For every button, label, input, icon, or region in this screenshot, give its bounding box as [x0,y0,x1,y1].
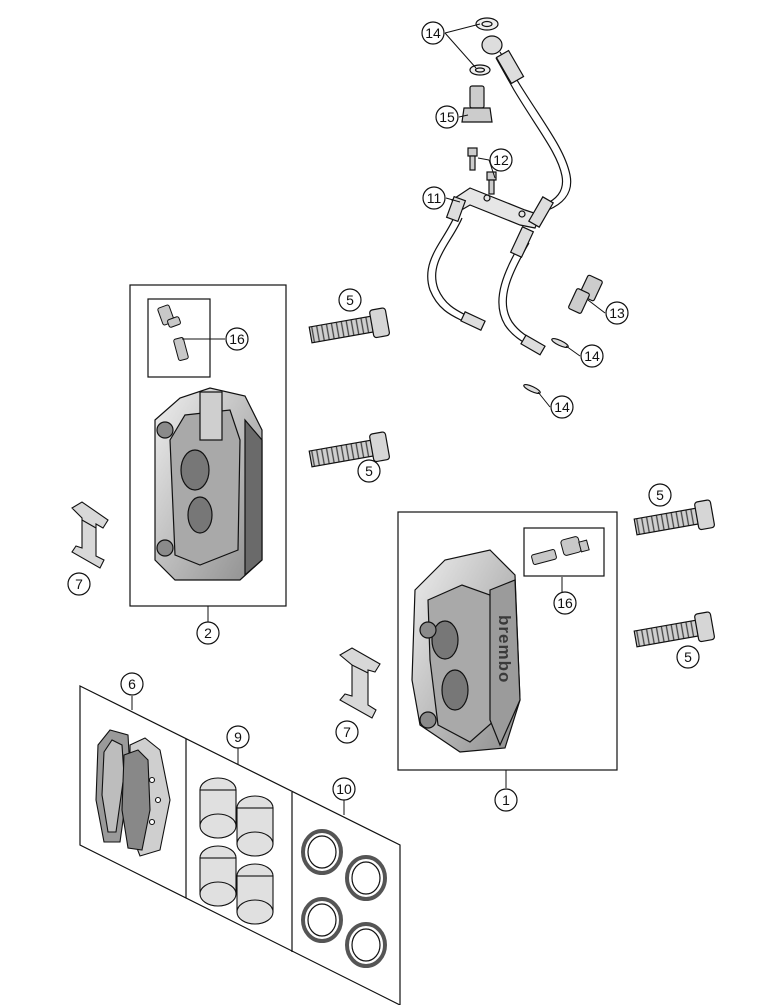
svg-text:14: 14 [425,25,441,41]
hose-fitting-13 [568,274,603,314]
caliper-1-frame [397,511,618,771]
brake-line-assembly [427,17,603,395]
svg-text:14: 14 [584,348,600,364]
svg-text:5: 5 [365,463,373,479]
svg-text:16: 16 [557,595,573,611]
callout-1: 1 [494,788,518,812]
svg-text:15: 15 [439,109,455,125]
hose-distributor-bracket [451,187,541,229]
svg-text:10: 10 [336,781,352,797]
callout-16-right: 16 [553,591,577,615]
bolt-12 [467,147,497,195]
callout-10: 10 [332,777,356,801]
caliper-mounting-bolts [308,307,715,648]
washer-top [475,17,499,31]
svg-text:12: 12 [493,152,509,168]
callout-14-mid: 14 [580,344,604,368]
svg-text:11: 11 [427,190,442,206]
washer-lower-inner [474,67,486,73]
svg-text:2: 2 [204,625,212,641]
brake-pistons-9 [199,777,274,925]
leader-lines [131,23,606,815]
svg-text:6: 6 [128,676,136,692]
callout-2: 2 [196,621,220,645]
pad-spring-7-left [71,501,109,569]
callout-14-top: 14 [421,21,445,45]
brake-pads-6 [95,729,171,857]
bleed-valve-16-left [157,304,189,361]
washer-top-inner [481,20,493,28]
callout-14-low: 14 [550,395,574,419]
caliper-2-group [129,284,287,607]
panel-outline [79,685,401,1005]
svg-text:5: 5 [656,487,664,503]
callout-12: 12 [489,148,513,172]
bolt-5-b [308,431,390,468]
svg-text:1: 1 [502,792,510,808]
svg-text:16: 16 [229,331,245,347]
banjo-fitting [481,35,503,55]
callout-5-b: 5 [357,459,381,483]
bleed-valve-16-right [531,536,590,565]
callout-16-left: 16 [225,327,249,351]
bleed-screw-15 [461,85,493,123]
brake-hose-upper [499,51,572,211]
callout-7-left: 7 [67,572,91,596]
pad-spring-7-right [339,647,381,719]
svg-text:5: 5 [346,292,354,308]
svg-text:14: 14 [554,399,570,415]
callout-5-d: 5 [676,645,700,669]
seal-ring-14b [523,383,541,395]
callout-6: 6 [120,672,144,696]
callout-5-a: 5 [338,288,362,312]
callout-13: 13 [605,301,629,325]
seal-ring-14 [551,337,569,349]
callout-7-right: 7 [335,720,359,744]
bleed-kit-16-frame-right [523,527,605,577]
svg-text:13: 13 [609,305,625,321]
piston-seals-10 [301,829,387,968]
caliper-2-body [154,387,263,581]
bolt-5-a [308,307,390,344]
callout-5-c: 5 [648,483,672,507]
brake-hose-left [427,214,471,326]
callout-9: 9 [226,725,250,749]
callout-11: 11 [422,186,446,210]
caliper-brand-logo: brembo [495,615,514,683]
svg-text:9: 9 [234,729,242,745]
callouts: 14 15 12 11 13 14 14 5 16 5 7 2 5 16 5 7… [67,21,700,812]
callout-15: 15 [435,105,459,129]
bolt-5-d [633,611,715,648]
svg-text:7: 7 [75,576,83,592]
svg-text:7: 7 [343,724,351,740]
svg-text:5: 5 [684,649,692,665]
washer-lower [469,64,491,76]
caliper-1-group: brembo [397,511,618,771]
caliper-1-body [411,549,521,753]
pad-piston-panel [79,685,401,1005]
bolt-5-c [633,499,715,536]
